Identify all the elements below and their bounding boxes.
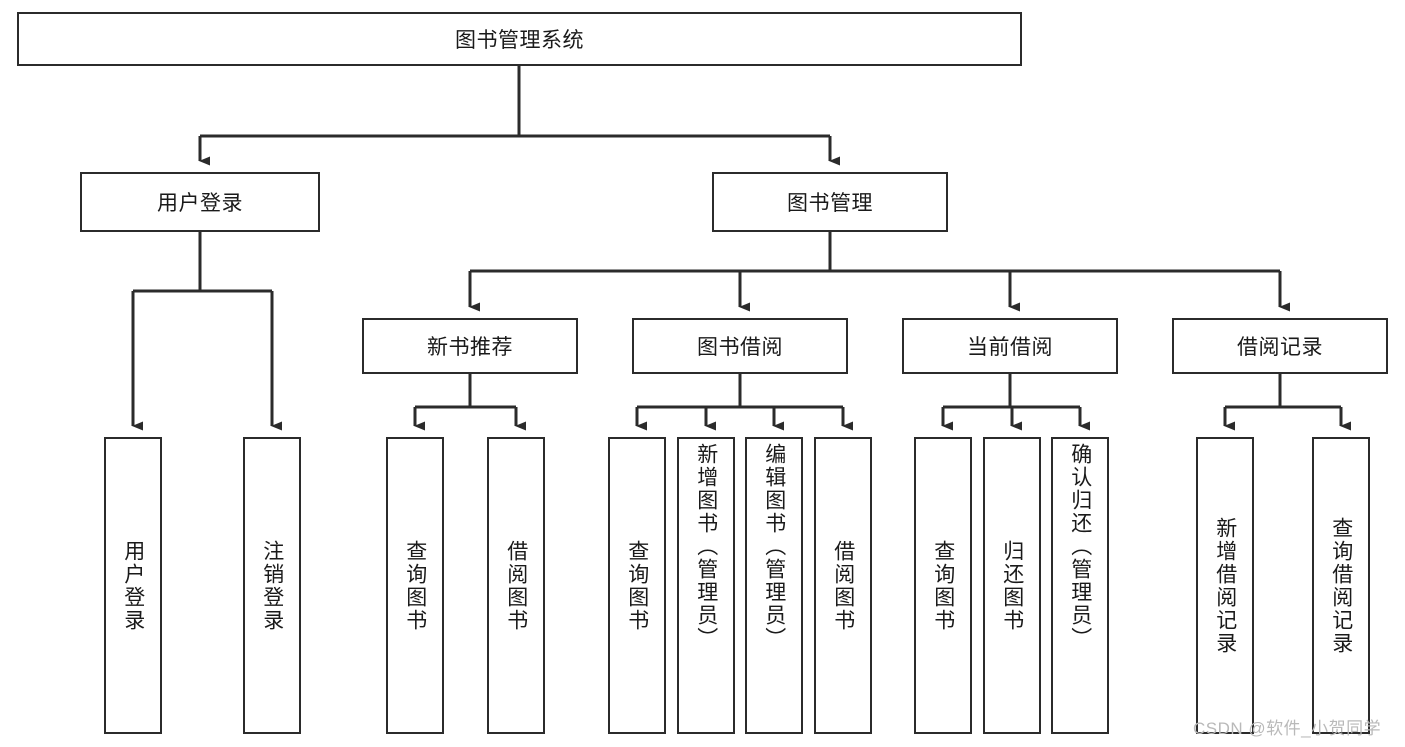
node-leaf-query-book-2[interactable]: 查询图书 bbox=[608, 437, 666, 734]
node-leaf-return-book[interactable]: 归还图书 bbox=[983, 437, 1041, 734]
node-label: 确认归还（管理员） bbox=[1068, 443, 1092, 650]
node-label: 借阅记录 bbox=[1237, 336, 1323, 359]
node-root[interactable]: 图书管理系统 bbox=[17, 12, 1022, 66]
node-current-borrow[interactable]: 当前借阅 bbox=[902, 318, 1118, 374]
node-label: 归还图书 bbox=[1000, 539, 1024, 632]
node-label: 图书管理 bbox=[787, 192, 873, 215]
node-leaf-query-book-3[interactable]: 查询图书 bbox=[914, 437, 972, 734]
node-leaf-confirm-return[interactable]: 确认归还（管理员） bbox=[1051, 437, 1109, 734]
node-leaf-edit-book[interactable]: 编辑图书（管理员） bbox=[745, 437, 803, 734]
node-leaf-query-book-1[interactable]: 查询图书 bbox=[386, 437, 444, 734]
node-leaf-user-login[interactable]: 用户登录 bbox=[104, 437, 162, 734]
node-label: 注销登录 bbox=[260, 539, 284, 632]
node-leaf-user-logout[interactable]: 注销登录 bbox=[243, 437, 301, 734]
node-book-manage[interactable]: 图书管理 bbox=[712, 172, 948, 232]
node-label: 查询图书 bbox=[931, 539, 955, 632]
node-label: 编辑图书（管理员） bbox=[762, 443, 786, 650]
node-label: 用户登录 bbox=[157, 192, 243, 215]
node-label: 新书推荐 bbox=[427, 336, 513, 359]
node-leaf-add-book[interactable]: 新增图书（管理员） bbox=[677, 437, 735, 734]
node-leaf-add-record[interactable]: 新增借阅记录 bbox=[1196, 437, 1254, 734]
node-book-borrow[interactable]: 图书借阅 bbox=[632, 318, 848, 374]
node-borrow-record[interactable]: 借阅记录 bbox=[1172, 318, 1388, 374]
node-label: 查询借阅记录 bbox=[1329, 516, 1353, 655]
node-user-login[interactable]: 用户登录 bbox=[80, 172, 320, 232]
node-label: 用户登录 bbox=[121, 539, 145, 632]
node-label: 图书管理系统 bbox=[455, 29, 584, 52]
node-new-book-rec[interactable]: 新书推荐 bbox=[362, 318, 578, 374]
node-label: 新增借阅记录 bbox=[1213, 516, 1237, 655]
node-label: 借阅图书 bbox=[504, 539, 528, 632]
node-leaf-borrow-book-1[interactable]: 借阅图书 bbox=[487, 437, 545, 734]
node-leaf-query-record[interactable]: 查询借阅记录 bbox=[1312, 437, 1370, 734]
node-label: 新增图书（管理员） bbox=[694, 443, 718, 650]
node-label: 查询图书 bbox=[403, 539, 427, 632]
node-label: 查询图书 bbox=[625, 539, 649, 632]
node-leaf-borrow-book-2[interactable]: 借阅图书 bbox=[814, 437, 872, 734]
node-label: 借阅图书 bbox=[831, 539, 855, 632]
watermark-text: CSDN @软件_小贺同学 bbox=[1193, 719, 1382, 738]
node-label: 图书借阅 bbox=[697, 336, 783, 359]
node-label: 当前借阅 bbox=[967, 336, 1053, 359]
